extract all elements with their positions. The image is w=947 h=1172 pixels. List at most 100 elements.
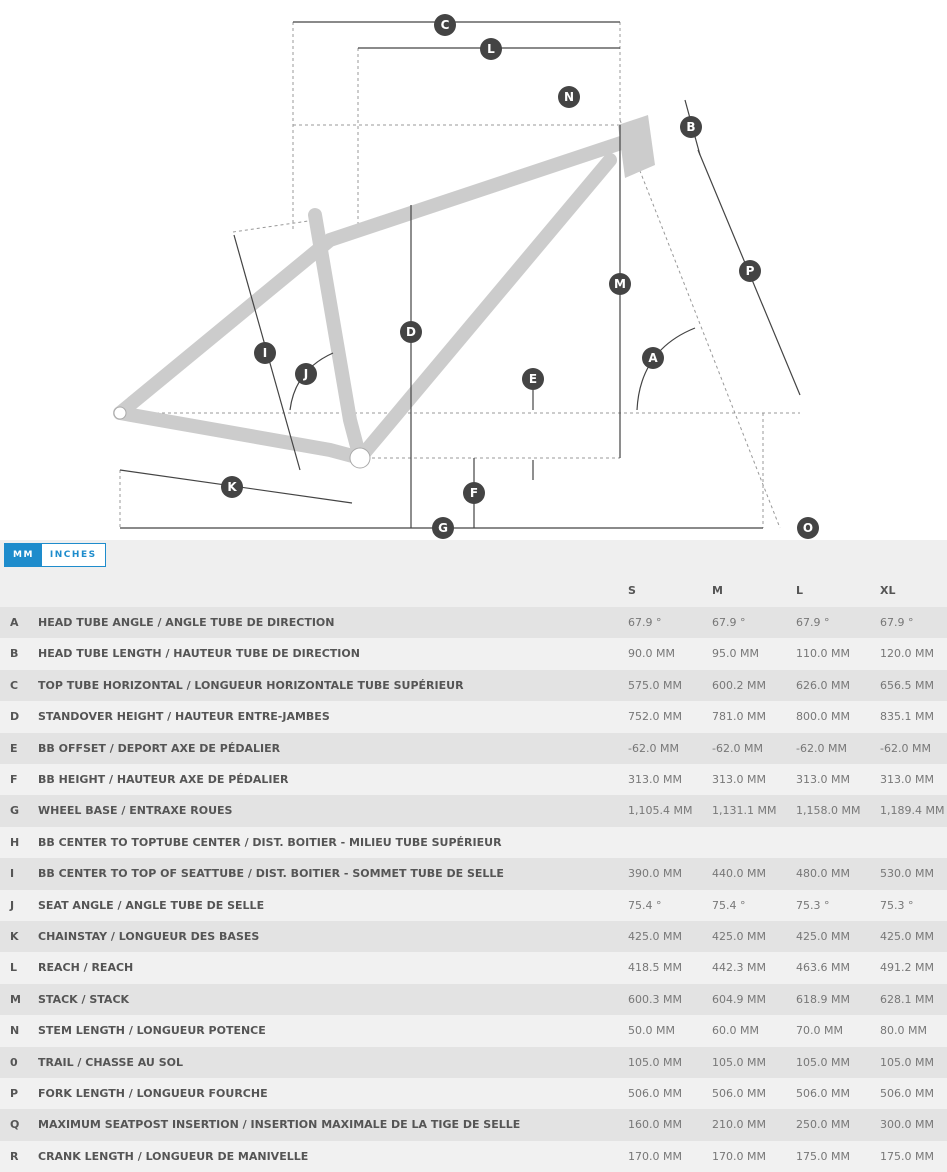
header-size-s: S <box>628 584 636 597</box>
table-row: R CRANK LENGTH / LONGUEUR DE MANIVELLE 170… <box>0 1140 947 1172</box>
row-value: 75.3 ° <box>880 898 914 912</box>
row-value: 530.0 MM <box>880 867 934 881</box>
row-key: I <box>10 867 15 881</box>
svg-text:F: F <box>470 486 478 500</box>
row-key: L <box>10 961 18 975</box>
badge-B: B <box>680 116 702 138</box>
frame-geometry-diagram: C L N B P M A E D I J F K G O <box>113 14 819 539</box>
svg-text:O: O <box>803 521 813 535</box>
svg-text:C: C <box>441 18 450 32</box>
row-label: SEAT ANGLE / ANGLE TUBE DE SELLE <box>38 898 265 912</box>
row-value: 835.1 MM <box>880 710 934 724</box>
row-key: E <box>10 741 18 755</box>
row-key: F <box>10 773 18 786</box>
row-value: 105.0 MM <box>796 1055 850 1069</box>
row-value: 67.9 ° <box>880 616 914 629</box>
row-label: BB CENTER TO TOP OF SEATTUBE / DIST. BOI… <box>38 867 504 881</box>
row-key: B <box>10 647 19 661</box>
badge-G: G <box>432 517 454 539</box>
badge-F: F <box>463 482 485 504</box>
row-value: 313.0 MM <box>712 773 766 786</box>
tab-inches[interactable]: INCHES <box>41 544 105 566</box>
row-value: 313.0 MM <box>628 773 682 786</box>
row-label: MAXIMUM SEATPOST INSERTION / INSERTION M… <box>38 1118 521 1132</box>
row-value: 67.9 ° <box>628 616 662 629</box>
badge-L: L <box>480 38 502 60</box>
row-value: 105.0 MM <box>712 1055 766 1069</box>
svg-text:N: N <box>564 90 574 104</box>
row-value: 120.0 MM <box>880 647 934 661</box>
row-key: N <box>10 1024 20 1038</box>
row-label: STACK / STACK <box>38 992 130 1006</box>
row-label: CRANK LENGTH / LONGUEUR DE MANIVELLE <box>38 1149 309 1163</box>
row-key: C <box>10 678 19 692</box>
badge-J: J <box>295 363 317 385</box>
svg-text:E: E <box>529 372 537 386</box>
badge-O: O <box>797 517 819 539</box>
row-value: 1,158.0 MM <box>796 804 861 818</box>
row-key: R <box>10 1149 19 1163</box>
badge-E: E <box>522 368 544 390</box>
row-value: 105.0 MM <box>880 1055 934 1069</box>
row-value: 442.3 MM <box>712 961 766 975</box>
row-key: H <box>10 835 20 849</box>
row-value: 626.0 MM <box>796 678 850 692</box>
dimension-lines <box>119 21 801 529</box>
row-value: 418.5 MM <box>628 961 682 975</box>
badge-M: M <box>609 273 631 295</box>
badge-P: P <box>739 260 761 282</box>
row-value: 800.0 MM <box>796 710 850 724</box>
row-value: 491.2 MM <box>880 961 934 975</box>
row-value: 175.0 MM <box>796 1149 850 1163</box>
row-key: A <box>10 616 19 629</box>
row-value: 160.0 MM <box>628 1118 682 1132</box>
row-label: CHAINSTAY / LONGUEUR DES BASES <box>38 930 260 943</box>
svg-text:L: L <box>487 42 495 56</box>
row-label: STEM LENGTH / LONGUEUR POTENCE <box>38 1024 266 1038</box>
row-value: 506.0 MM <box>796 1087 850 1100</box>
badge-D: D <box>400 321 422 343</box>
row-value: 95.0 MM <box>712 647 759 661</box>
head-tube <box>618 115 655 178</box>
row-value: 604.9 MM <box>712 992 766 1006</box>
tab-mm[interactable]: MM <box>5 544 42 566</box>
row-value: 50.0 MM <box>628 1024 675 1038</box>
row-value: 75.4 ° <box>628 898 662 912</box>
row-value: 390.0 MM <box>628 867 682 881</box>
badge-I: I <box>254 342 276 364</box>
row-value: 425.0 MM <box>796 930 850 943</box>
row-value: -62.0 MM <box>628 741 679 755</box>
bottom-bracket <box>349 447 371 469</box>
row-value: 628.1 MM <box>880 992 934 1006</box>
row-value: 618.9 MM <box>796 992 850 1006</box>
row-value: 67.9 ° <box>712 616 746 629</box>
row-label: REACH / REACH <box>38 961 134 975</box>
row-value: 1,105.4 MM <box>628 804 693 818</box>
row-value: 210.0 MM <box>712 1118 766 1132</box>
row-value: 170.0 MM <box>712 1149 766 1163</box>
badge-A: A <box>642 347 664 369</box>
row-label: BB CENTER TO TOPTUBE CENTER / DIST. BOIT… <box>38 835 502 849</box>
row-key: 0 <box>10 1055 18 1069</box>
row-label: STANDOVER HEIGHT / HAUTEUR ENTRE-JAMBES <box>38 710 330 724</box>
row-value: 600.3 MM <box>628 992 682 1006</box>
row-value: 506.0 MM <box>712 1087 766 1100</box>
row-value: 600.2 MM <box>712 678 766 692</box>
row-value: 300.0 MM <box>880 1118 934 1132</box>
badge-N: N <box>558 86 580 108</box>
row-key: K <box>10 930 19 943</box>
svg-text:I: I <box>263 346 267 360</box>
table-row: I BB CENTER TO TOP OF SEATTUBE / DIST. BO… <box>0 858 947 890</box>
